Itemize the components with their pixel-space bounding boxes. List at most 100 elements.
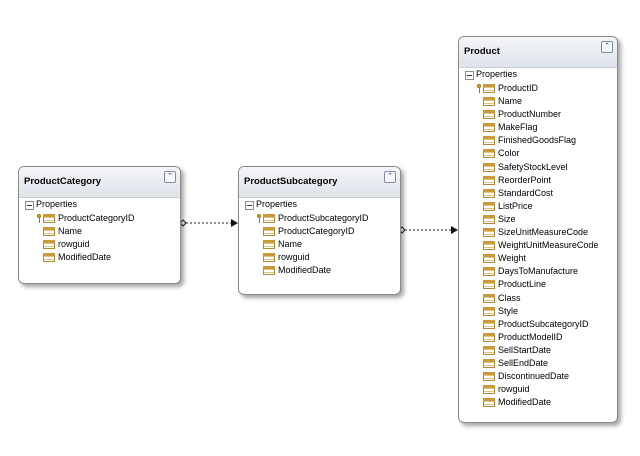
column-icon — [483, 149, 495, 159]
collapse-minus-icon[interactable] — [25, 201, 34, 210]
property-label: SellStartDate — [498, 344, 552, 355]
collapse-minus-icon[interactable] — [465, 71, 474, 80]
column-icon — [43, 253, 55, 263]
property-label: StandardCost — [498, 187, 554, 198]
property-row[interactable]: rowguid — [459, 383, 617, 396]
column-icon — [263, 214, 275, 223]
property-row[interactable]: ProductModelID — [459, 331, 617, 344]
collapse-minus-icon[interactable] — [245, 201, 254, 210]
section-label: Properties — [476, 69, 518, 79]
property-row[interactable]: SafetyStockLevel — [459, 161, 617, 174]
property-row[interactable]: ProductNumber — [459, 108, 617, 121]
property-label: ProductSubcategoryID — [278, 213, 369, 223]
property-row[interactable]: rowguid — [239, 251, 400, 264]
property-row[interactable]: ProductSubcategoryID — [239, 212, 400, 225]
property-row[interactable]: Weight — [459, 252, 617, 265]
entity-title: ProductSubcategory — [244, 176, 338, 187]
property-row[interactable]: SizeUnitMeasureCode — [459, 226, 617, 239]
column-icon — [483, 162, 495, 172]
property-row[interactable]: ProductCategoryID — [239, 225, 400, 238]
column-icon — [263, 253, 275, 263]
property-row[interactable]: DiscontinuedDate — [459, 370, 617, 383]
property-label: Class — [498, 292, 521, 303]
column-icon — [483, 332, 495, 342]
property-label: DaysToManufacture — [498, 266, 579, 277]
property-row[interactable]: StandardCost — [459, 187, 617, 200]
property-label: ProductLine — [498, 279, 547, 290]
properties-section[interactable]: Properties — [459, 68, 617, 82]
association-arrow-icon — [451, 226, 458, 234]
property-row[interactable]: ModifiedDate — [459, 396, 617, 409]
entity-header: ProductSubcategory ⌃ — [239, 167, 400, 198]
column-icon — [483, 398, 495, 408]
property-row[interactable]: SellStartDate — [459, 344, 617, 357]
property-label: Color — [498, 148, 520, 159]
property-label: SafetyStockLevel — [498, 161, 568, 172]
property-row[interactable]: SellEndDate — [459, 357, 617, 370]
property-label: Name — [58, 226, 83, 237]
column-icon — [263, 266, 275, 276]
association-productsubcategory-product[interactable] — [398, 226, 458, 234]
property-label: ProductSubcategoryID — [498, 318, 589, 329]
entity-header: Product ⌃ — [459, 37, 617, 68]
property-row[interactable]: ProductID — [459, 82, 617, 95]
column-icon — [483, 228, 495, 238]
column-icon — [483, 241, 495, 251]
entity-productsubcategory[interactable]: ProductSubcategory ⌃ Properties ProductS… — [238, 166, 401, 295]
column-icon — [263, 240, 275, 250]
property-row[interactable]: Size — [459, 213, 617, 226]
property-row[interactable]: WeightUnitMeasureCode — [459, 239, 617, 252]
property-row[interactable]: MakeFlag — [459, 121, 617, 134]
property-row[interactable]: ReorderPoint — [459, 174, 617, 187]
property-label: ProductCategoryID — [278, 226, 355, 237]
property-label: rowguid — [498, 384, 530, 395]
property-label: FinishedGoodsFlag — [498, 135, 577, 146]
property-row[interactable]: Name — [19, 225, 180, 238]
column-icon — [263, 227, 275, 237]
property-label: ModifiedDate — [58, 252, 112, 263]
column-icon — [483, 188, 495, 198]
property-row[interactable]: Name — [459, 95, 617, 108]
property-row[interactable]: ListPrice — [459, 200, 617, 213]
properties-section[interactable]: Properties — [19, 198, 180, 212]
column-icon — [483, 254, 495, 264]
property-row[interactable]: ProductSubcategoryID — [459, 318, 617, 331]
entity-productcategory[interactable]: ProductCategory ⌃ Properties ProductCate… — [18, 166, 181, 284]
column-icon — [483, 214, 495, 224]
property-row[interactable]: Color — [459, 147, 617, 160]
property-label: ProductID — [498, 83, 539, 93]
property-row[interactable]: FinishedGoodsFlag — [459, 134, 617, 147]
entity-title: ProductCategory — [24, 176, 102, 187]
property-row[interactable]: rowguid — [19, 238, 180, 251]
property-row[interactable]: ProductCategoryID — [19, 212, 180, 225]
property-row[interactable]: ProductLine — [459, 278, 617, 291]
column-icon — [43, 240, 55, 250]
property-label: rowguid — [58, 239, 90, 250]
association-arrow-icon — [231, 219, 238, 227]
property-label: ModifiedDate — [278, 265, 332, 276]
column-icon — [483, 345, 495, 355]
property-label: SellEndDate — [498, 357, 549, 368]
property-row[interactable]: ModifiedDate — [19, 251, 180, 264]
property-label: SizeUnitMeasureCode — [498, 227, 589, 238]
property-label: Weight — [498, 253, 526, 264]
collapse-up-icon[interactable]: ⌃ — [601, 41, 613, 53]
property-row[interactable]: DaysToManufacture — [459, 265, 617, 278]
collapse-up-icon[interactable]: ⌃ — [384, 171, 396, 183]
column-icon — [483, 123, 495, 133]
association-productcategory-productsubcategory[interactable] — [179, 219, 238, 227]
key-icon — [477, 84, 481, 93]
property-row[interactable]: Name — [239, 238, 400, 251]
association-diamond-icon — [179, 219, 187, 227]
property-row[interactable]: Class — [459, 292, 617, 305]
collapse-up-icon[interactable]: ⌃ — [164, 171, 176, 183]
column-icon — [483, 372, 495, 382]
section-label: Properties — [256, 199, 298, 209]
properties-section[interactable]: Properties — [239, 198, 400, 212]
property-row[interactable]: ModifiedDate — [239, 264, 400, 277]
property-row[interactable]: Style — [459, 305, 617, 318]
property-label: ProductCategoryID — [58, 213, 135, 223]
